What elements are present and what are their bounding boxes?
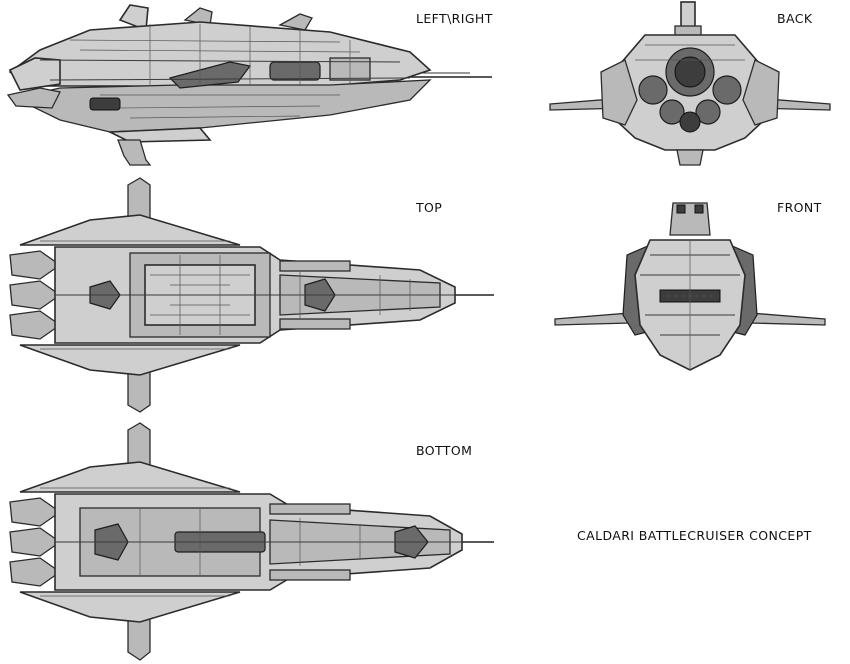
label-top: TOP [416,200,443,215]
bottom-view-illustration [9,422,494,661]
label-back: BACK [777,11,813,26]
back-view-illustration [549,1,831,166]
caption-title: CALDARI BATTLECRUISER CONCEPT [577,528,812,543]
label-left-right: LEFT\RIGHT [416,11,493,26]
label-bottom: BOTTOM [416,443,473,458]
top-view-illustration [9,177,494,413]
front-view-illustration [554,202,826,371]
side-view-illustration [6,4,492,166]
label-front: FRONT [777,200,822,215]
